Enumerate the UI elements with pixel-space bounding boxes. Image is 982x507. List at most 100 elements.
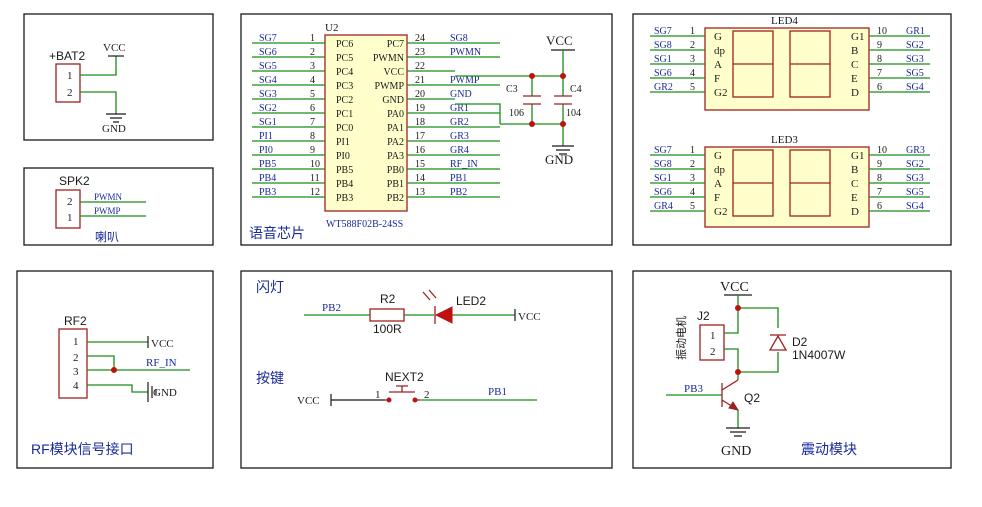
u2-right-pin-name: GND (382, 95, 404, 106)
rf-wires (87, 341, 190, 393)
led3-right-pin-name: C (851, 178, 858, 190)
u2-left-pin-number: 9 (310, 145, 315, 156)
rf-gnd-icon (147, 382, 157, 402)
junction-dot (735, 305, 741, 311)
vib-title: 震动模块 (801, 441, 857, 457)
bat-gnd-label: GND (102, 123, 126, 135)
led3-left-net-label: GR4 (654, 201, 673, 212)
rf-pin-4: 4 (73, 380, 79, 392)
switch-contact (412, 397, 418, 403)
u2-right-net-label: GR3 (450, 131, 469, 142)
rf-frame (16, 270, 214, 469)
led3-right-pin-number: 7 (877, 187, 882, 198)
u2-left-pin-number: 2 (310, 47, 315, 58)
u2-vcc-label: VCC (546, 33, 573, 48)
led4-right-pin-number: 10 (877, 26, 887, 37)
junction-dot (529, 121, 535, 127)
voice-chip-frame (240, 13, 613, 246)
u2-right-net-label: SG8 (450, 33, 468, 44)
led4-right-net-label: SG4 (906, 82, 924, 93)
led4-left-net-label: SG8 (654, 40, 672, 51)
led3-left-pin-number: 5 (690, 201, 695, 212)
speaker-frame (23, 167, 214, 246)
led3-right-net-label: SG3 (906, 173, 924, 184)
u2-right-pin-number: 24 (415, 33, 425, 44)
rf-title: RF模块信号接口 (31, 441, 134, 457)
u2-right-net-label: GND (450, 89, 472, 100)
flash-title: 闪灯 (256, 279, 284, 295)
u2-right-pin-number: 15 (415, 159, 425, 170)
u2-right-net-label: PWMP (450, 75, 480, 86)
bat-vcc-label: VCC (103, 42, 126, 54)
u2-right-pin-number: 19 (415, 103, 425, 114)
rf-pin-1: 1 (73, 336, 79, 348)
d2-part: 1N4007W (792, 348, 846, 362)
u2-right-pin-number: 23 (415, 47, 425, 58)
u2-right-pin-name: PC7 (387, 39, 404, 50)
cap-plates (523, 95, 572, 105)
led4-left-pin-number: 3 (690, 54, 695, 65)
led3-right-net-label: GR3 (906, 145, 925, 156)
u2-right-net-label: RF_IN (450, 159, 478, 170)
junction-dot (111, 367, 117, 373)
led3-left-pin-number: 4 (690, 187, 695, 198)
vib-gnd-icon (726, 427, 750, 437)
key-circuit: 按键 VCC NEXT2 1 2 PB1 (256, 370, 537, 407)
u2-right-pins: 24PC7SG823PWMNPWMN22VCC21PWMPPWMP20GNDGN… (373, 33, 500, 204)
led3-left-net-label: SG8 (654, 159, 672, 170)
u2-left-pin-name: PB3 (336, 193, 353, 204)
led4-left-pin-name: F (714, 73, 720, 85)
led4-right-net-label: GR1 (906, 26, 925, 37)
led3-right-pin-number: 6 (877, 201, 882, 212)
led3-body (704, 146, 870, 228)
u2-left-pin-number: 5 (310, 89, 315, 100)
c3-ref: C3 (506, 84, 518, 95)
u2-left-net-label: PB5 (259, 159, 276, 170)
flash-vcc-label: VCC (518, 311, 541, 323)
led3-left-net-label: SG1 (654, 173, 672, 184)
led3-right-pin-name: G1 (851, 150, 864, 162)
u2-left-pin-name: PC5 (336, 53, 353, 64)
spk-pin-1: 1 (67, 212, 73, 224)
spk-net-pwmn: PWMN (94, 192, 123, 202)
u2-right-pin-number: 18 (415, 117, 425, 128)
bat-gnd-icon (106, 113, 126, 123)
u2-left-net-label: SG1 (259, 117, 277, 128)
u2-gnd-icon (552, 145, 574, 155)
u2-left-pin-name: PC6 (336, 39, 353, 50)
u2-left-pin-number: 4 (310, 75, 315, 86)
led4-left-net-label: SG1 (654, 54, 672, 65)
u2-left-net-label: PB3 (259, 187, 276, 198)
led4-right-pin-number: 7 (877, 68, 882, 79)
led3-right-net-label: SG4 (906, 201, 924, 212)
u2-right-pin-name: PB1 (387, 179, 404, 190)
led3-ref: LED3 (771, 134, 798, 146)
led3-left-pin-number: 2 (690, 159, 695, 170)
c4-ref: C4 (570, 84, 582, 95)
u2-right-net-label: PWMN (450, 47, 481, 58)
u2-right-pin-name: PWMN (373, 53, 404, 64)
junction-dot (560, 121, 566, 127)
led3-right-pin-number: 9 (877, 159, 882, 170)
u2-part-number: WT588F02B-24SS (326, 219, 403, 230)
j2-pin-1: 1 (710, 330, 716, 342)
u2-left-net-label: SG4 (259, 75, 277, 86)
led3-right-pin-name: D (851, 206, 859, 218)
flash-net: PB2 (322, 302, 341, 314)
u2-left-net-label: PI0 (259, 145, 273, 156)
u2-left-pin-name: PI1 (336, 137, 350, 148)
u2-left-net-label: PI1 (259, 131, 273, 142)
u2-left-pin-number: 12 (310, 187, 320, 198)
led3-right-pin-number: 8 (877, 173, 882, 184)
rf-body (58, 328, 88, 399)
u2-left-pin-number: 8 (310, 131, 315, 142)
switch-contact (386, 397, 392, 403)
vib-gnd-label: GND (721, 444, 751, 459)
u2-right-pin-name: PA0 (387, 109, 404, 120)
led3-left-pin-number: 1 (690, 145, 695, 156)
battery-frame (23, 13, 214, 141)
u2-left-pin-number: 6 (310, 103, 315, 114)
